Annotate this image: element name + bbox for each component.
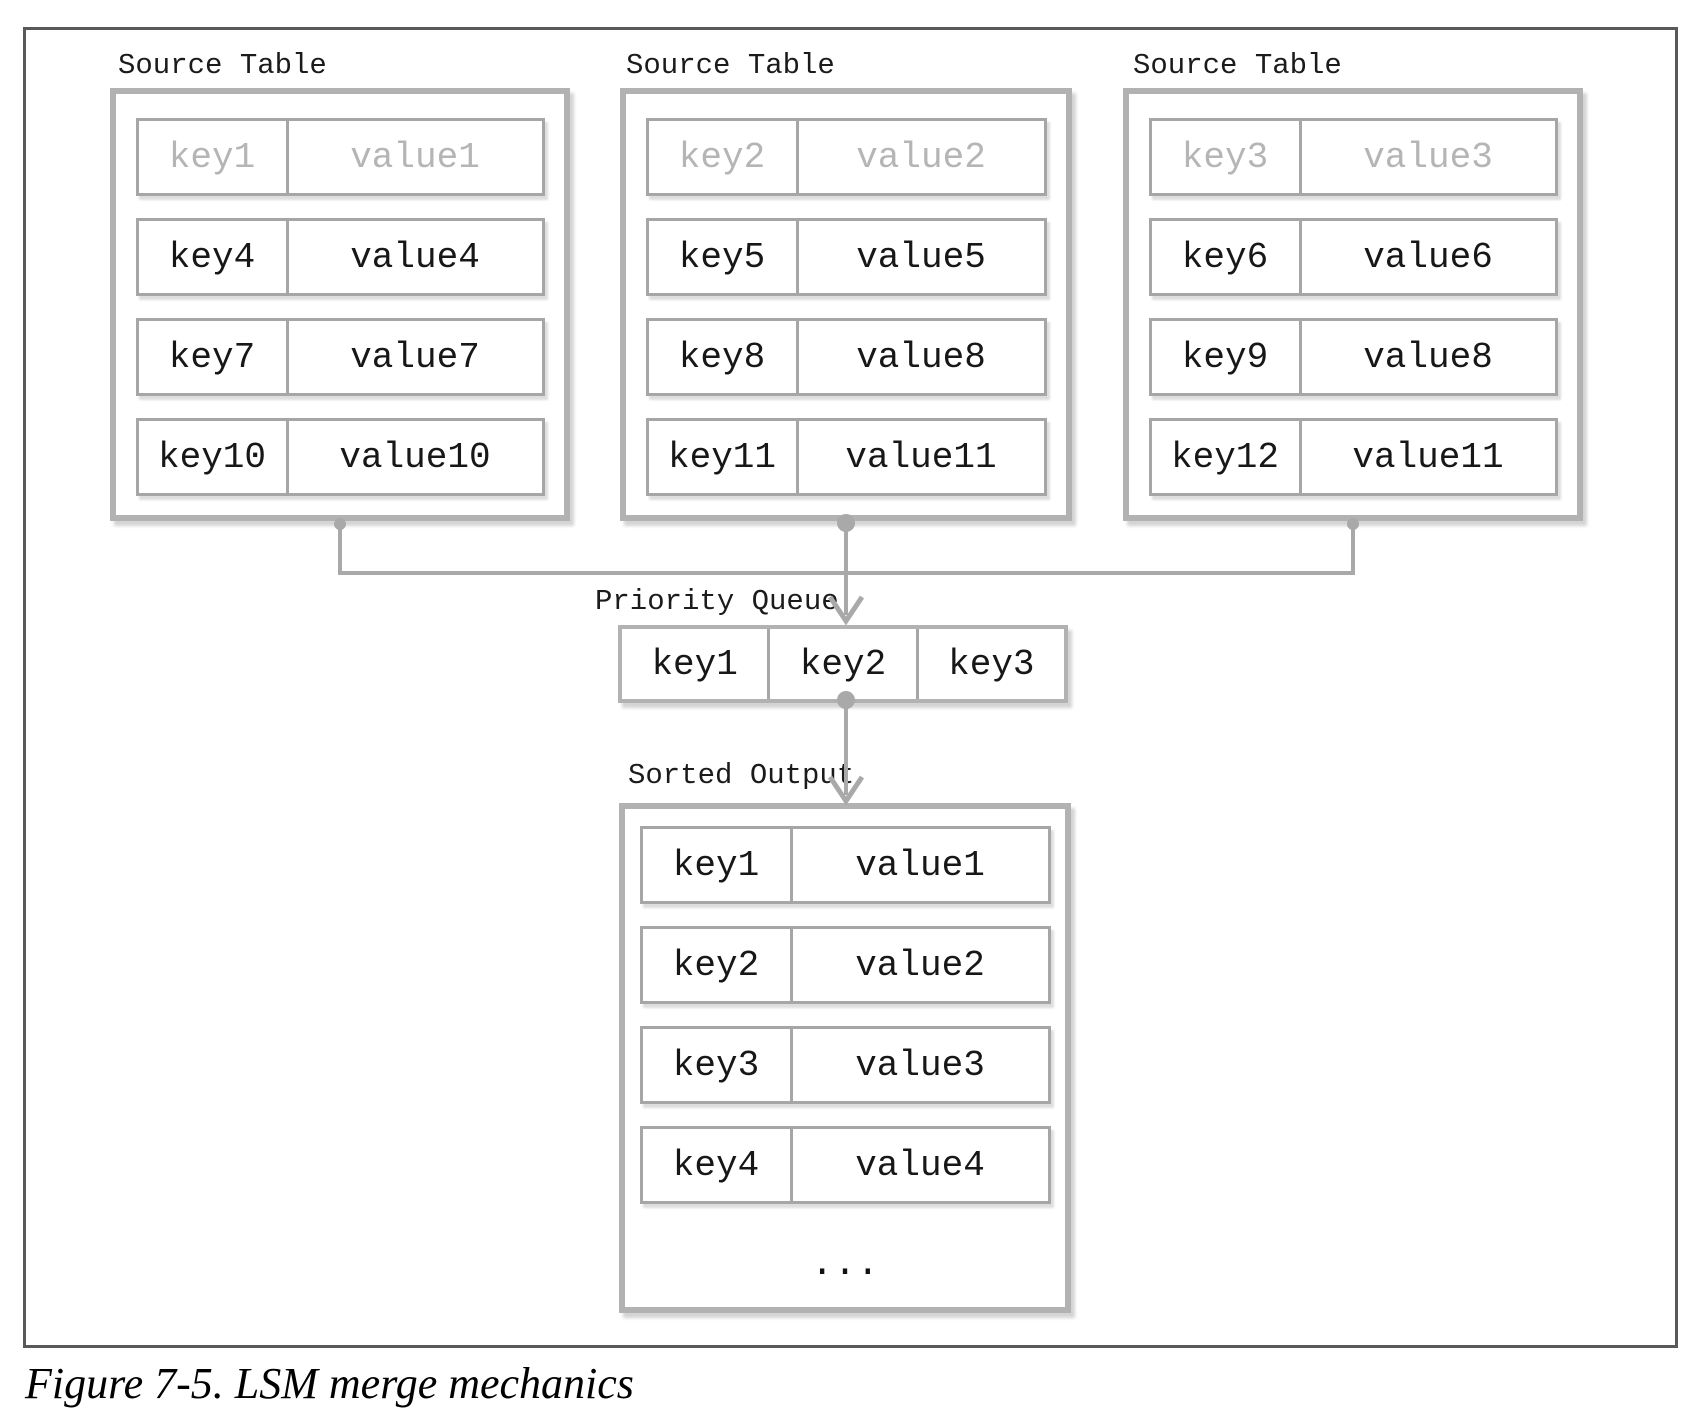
table-row: key10 value10 (135, 418, 545, 496)
figure-caption: Figure 7-5. LSM merge mechanics (25, 1359, 634, 1408)
key-cell: key11 (649, 421, 799, 493)
table-row: key2 value2 (645, 118, 1047, 196)
ellipsis-text: ... (810, 1243, 880, 1286)
key-cell: key9 (1152, 321, 1302, 393)
value-cell: value11 (845, 436, 997, 478)
value-cell: value5 (856, 236, 986, 278)
diagram-frame: Source Table Source Table Source Table k… (23, 27, 1678, 1348)
value-cell: value6 (1363, 236, 1493, 278)
priority-queue-label: Priority Queue (595, 585, 839, 618)
value-cell: value1 (855, 844, 985, 886)
queue-cell: key1 (622, 629, 771, 699)
key-cell: key1 (139, 121, 289, 193)
key-cell: key4 (643, 1129, 793, 1201)
source-table-3: key3 value3 key6 value6 key9 value8 key1… (1123, 88, 1583, 521)
source-table-3-label: Source Table (1133, 49, 1342, 82)
sorted-output: key1 value1 key2 value2 key3 value3 key4… (619, 803, 1071, 1313)
source-table-1: key1 value1 key4 value4 key7 value7 key1… (110, 88, 570, 521)
key-cell: key10 (139, 421, 289, 493)
value-cell: value7 (350, 336, 480, 378)
table-row: key11 value11 (645, 418, 1047, 496)
table-row: key3 value3 (1148, 118, 1558, 196)
value-cell: value1 (350, 136, 480, 178)
table-row: key8 value8 (645, 318, 1047, 396)
source-table-2-label: Source Table (626, 49, 835, 82)
value-cell: value11 (1352, 436, 1504, 478)
queue-cell: key2 (770, 629, 919, 699)
table-row: key3 value3 (639, 1026, 1051, 1104)
table-row: key1 value1 (639, 826, 1051, 904)
key-cell: key2 (649, 121, 799, 193)
key-cell: key6 (1152, 221, 1302, 293)
key-cell: key5 (649, 221, 799, 293)
table-row: key4 value4 (639, 1126, 1051, 1204)
value-cell: value10 (339, 436, 491, 478)
key-cell: key1 (643, 829, 793, 901)
table-row: key4 value4 (135, 218, 545, 296)
value-cell: value4 (350, 236, 480, 278)
value-cell: value2 (856, 136, 986, 178)
table-row: key7 value7 (135, 318, 545, 396)
value-cell: value2 (855, 944, 985, 986)
key-cell: key12 (1152, 421, 1302, 493)
key-cell: key4 (139, 221, 289, 293)
source-table-1-label: Source Table (118, 49, 327, 82)
source-table-2: key2 value2 key5 value5 key8 value8 key1… (620, 88, 1072, 521)
key-cell: key3 (1152, 121, 1302, 193)
table-row: key12 value11 (1148, 418, 1558, 496)
table-row: key1 value1 (135, 118, 545, 196)
value-cell: value8 (1363, 336, 1493, 378)
table-row: key5 value5 (645, 218, 1047, 296)
table-row: key9 value8 (1148, 318, 1558, 396)
value-cell: value4 (855, 1144, 985, 1186)
table-row: key6 value6 (1148, 218, 1558, 296)
queue-cell: key3 (948, 643, 1035, 685)
key-cell: key3 (643, 1029, 793, 1101)
value-cell: value3 (855, 1044, 985, 1086)
key-cell: key7 (139, 321, 289, 393)
key-cell: key2 (643, 929, 793, 1001)
key-cell: key8 (649, 321, 799, 393)
priority-queue: key1 key2 key3 (618, 625, 1068, 703)
value-cell: value8 (856, 336, 986, 378)
sorted-output-label: Sorted Output (628, 759, 855, 792)
value-cell: value3 (1363, 136, 1493, 178)
table-row: key2 value2 (639, 926, 1051, 1004)
